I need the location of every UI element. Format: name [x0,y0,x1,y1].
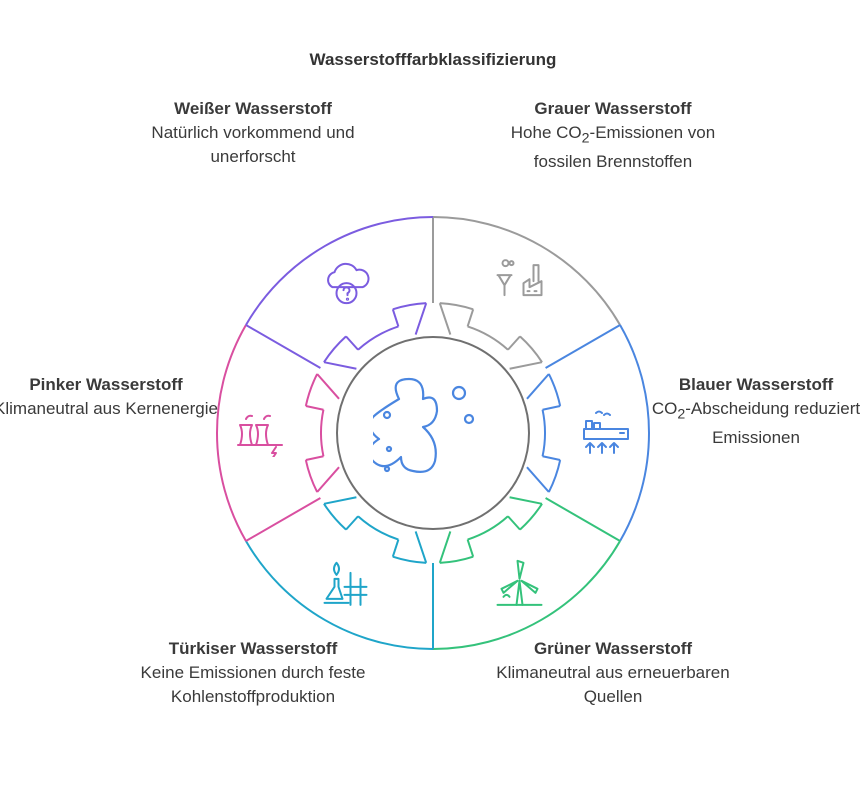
label-grey-title: Grauer Wasserstoff [534,99,692,118]
label-green-desc: Klimaneutral aus erneuerbaren Quellen [496,663,730,706]
label-pink-desc: Klimaneutral aus Kernenergie [0,399,218,418]
label-turquoise-desc: Keine Emissionen durch feste Kohlenstoff… [140,663,366,706]
nuclear-plant-icon [237,414,283,457]
segment-turquoise [245,496,434,650]
water-splash-icon [373,377,475,473]
segment-blue [526,324,650,542]
wind-turbine-icon [496,559,543,606]
icons-group [237,259,629,606]
cloud-question-icon [327,262,370,305]
chemistry-lab-icon [323,561,368,606]
label-green-title: Grüner Wasserstoff [533,639,693,658]
factory-icon [496,259,543,297]
center-circle [336,336,530,530]
label-blue-title: Blauer Wasserstoff [678,375,834,394]
label-white-desc: Natürlich vorkommend und unerforscht [151,123,355,166]
label-pink: Pinker Wasserstoff Klimaneutral aus Kern… [0,373,226,421]
label-green: Grüner Wasserstoff Klimaneutral aus erne… [493,637,733,709]
segment-green [432,496,621,650]
label-white-title: Weißer Wasserstoff [174,99,332,118]
label-grey-desc: Hohe CO2-Emissionen von fossilen Brennst… [510,123,716,172]
label-turquoise: Türkiser Wasserstoff Keine Emissionen du… [133,637,373,709]
segment-pink [216,324,340,542]
label-grey: Grauer Wasserstoff Hohe CO2-Emissionen v… [493,97,733,174]
wheel-group [216,216,650,650]
label-blue: Blauer Wasserstoff CO2-Abscheidung reduz… [636,373,866,450]
segment-white [245,216,434,370]
label-white: Weißer Wasserstoff Natürlich vorkommend … [133,97,373,169]
label-blue-desc: CO2-Abscheidung reduziert Emissionen [651,399,861,448]
diagram-title: Wasserstofffarbklassifizierung [309,50,557,69]
carbon-capture-plant-icon [583,410,629,454]
label-turquoise-title: Türkiser Wasserstoff [168,639,338,658]
segment-grey [432,216,621,370]
label-pink-title: Pinker Wasserstoff [29,375,183,394]
